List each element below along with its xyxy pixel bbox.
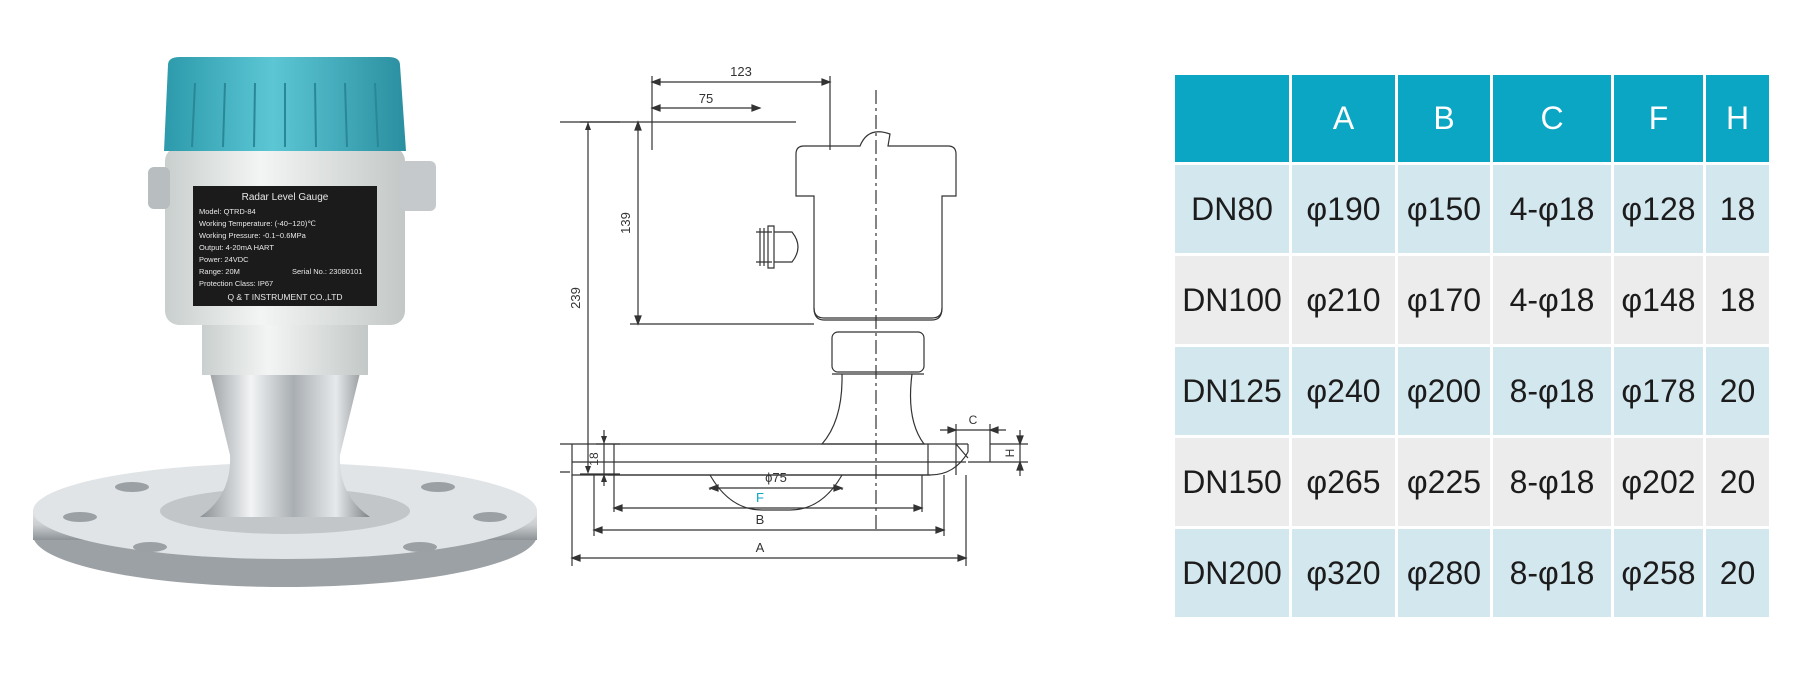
horn-outline (820, 373, 926, 445)
table-cell: DN80 (1175, 165, 1289, 253)
table-cell: φ200 (1398, 347, 1490, 435)
neck-outline (831, 331, 925, 373)
housing-outline (795, 131, 957, 319)
horn-lens (709, 474, 843, 511)
table-cell: φ170 (1398, 256, 1490, 344)
table-cell: DN150 (1175, 438, 1289, 526)
cable-gland-outline (756, 225, 775, 269)
nameplate-serial: Serial No.: 23080101 (292, 267, 362, 276)
header-cell: B (1398, 75, 1490, 162)
bolt-holes (63, 482, 507, 552)
table-row: DN150 φ265 φ225 8-φ18 φ202 20 (1175, 438, 1769, 526)
table-cell: 20 (1706, 529, 1769, 617)
dim-top-width: 123 (650, 64, 832, 150)
left-cable-gland (148, 167, 170, 209)
flange-hole (955, 443, 991, 475)
product-photo: Radar Level Gauge Model: QTRD-84 Working… (20, 55, 540, 625)
nameplate-lines: Model: QTRD-84 Working Temperature: (-40… (199, 207, 362, 288)
table-cell: φ202 (1614, 438, 1703, 526)
radar-gauge-illustration: Radar Level Gauge Model: QTRD-84 Working… (33, 57, 537, 587)
nameplate-title: Radar Level Gauge (242, 192, 329, 203)
table-cell: 8-φ18 (1493, 347, 1611, 435)
nameplate-line: Power: 24VDC (199, 255, 249, 264)
table-cell: 18 (1706, 165, 1769, 253)
left-dim-labels: 239 18 (568, 121, 630, 486)
nameplate-line: Working Pressure: -0.1~0.6MPa (199, 231, 307, 240)
dim-label: H (1003, 449, 1017, 458)
table-cell: φ225 (1398, 438, 1490, 526)
dim-h: H (990, 430, 1028, 476)
table-row: DN125 φ240 φ200 8-φ18 φ178 20 (1175, 347, 1769, 435)
table-cell: 18 (1706, 256, 1769, 344)
table-cell: φ178 (1614, 347, 1703, 435)
table-cell: φ280 (1398, 529, 1490, 617)
dim-label: 75 (699, 91, 713, 106)
dim-label: 239 (568, 287, 583, 309)
dim-label: F (756, 490, 764, 505)
nameplate-line: Model: QTRD-84 (199, 207, 256, 216)
table-row: DN80 φ190 φ150 4-φ18 φ128 18 (1175, 165, 1769, 253)
housing-neck (202, 323, 368, 375)
dim-head-height: 139 (618, 120, 814, 326)
cap-grip (191, 82, 379, 148)
technical-drawing: 123 75 139 A (516, 50, 1160, 650)
dim-label: B (756, 512, 765, 527)
table-cell: φ148 (1614, 256, 1703, 344)
nameplate-line: Range: 20M (199, 267, 240, 276)
table-row: DN100 φ210 φ170 4-φ18 φ148 18 (1175, 256, 1769, 344)
nameplate-maker: Q & T INSTRUMENT CO.,LTD (227, 292, 342, 302)
dim-label: 139 (618, 212, 633, 234)
right-cable-gland (400, 161, 436, 211)
table-cell: φ265 (1292, 438, 1395, 526)
header-cell: H (1706, 75, 1769, 162)
flange-spec-table: A B C F H DN80 φ190 φ150 4-φ18 φ128 18 D… (1172, 72, 1772, 620)
table-cell: φ150 (1398, 165, 1490, 253)
header-cell (1175, 75, 1289, 162)
nameplate-line: Working Temperature: (-40~120)℃ (199, 219, 316, 228)
table-cell: DN200 (1175, 529, 1289, 617)
table-cell: φ210 (1292, 256, 1395, 344)
table-header-row: A B C F H (1175, 75, 1769, 162)
header-cell: A (1292, 75, 1395, 162)
dim-label: ϕ75 (765, 470, 787, 485)
nameplate-line: Output: 4-20mA HART (199, 243, 274, 252)
dim-label: C (969, 413, 978, 427)
nameplate (193, 186, 377, 306)
dim-center-offset: 75 (650, 91, 762, 112)
table-cell: 20 (1706, 438, 1769, 526)
table-cell: DN100 (1175, 256, 1289, 344)
header-cell: C (1493, 75, 1611, 162)
table-cell: 4-φ18 (1493, 256, 1611, 344)
table-cell: φ190 (1292, 165, 1395, 253)
table-cell: 8-φ18 (1493, 529, 1611, 617)
table-cell: φ320 (1292, 529, 1395, 617)
dim-a: A (570, 475, 968, 566)
dim-label: 18 (587, 452, 601, 466)
table-cell: 4-φ18 (1493, 165, 1611, 253)
dim-label: A (756, 540, 765, 555)
housing-base (813, 307, 943, 321)
dim-label: 123 (730, 64, 752, 79)
table-row: DN200 φ320 φ280 8-φ18 φ258 20 (1175, 529, 1769, 617)
table-cell: 20 (1706, 347, 1769, 435)
table-cell: 8-φ18 (1493, 438, 1611, 526)
horn-antenna (200, 373, 370, 517)
dim-b: B (592, 475, 946, 536)
table-cell: φ258 (1614, 529, 1703, 617)
dim-f: F (612, 475, 924, 512)
cable-gland-body (774, 231, 799, 263)
table-cell: φ240 (1292, 347, 1395, 435)
table-cell: DN125 (1175, 347, 1289, 435)
table-cell: φ128 (1614, 165, 1703, 253)
dimension-drawing: 123 75 139 A (516, 64, 1028, 566)
drawing-left-labels: 239 18 (560, 50, 630, 650)
nameplate-line: Protection Class: IP67 (199, 279, 273, 288)
dim-c: C (940, 413, 1006, 444)
dim-horn-diameter: ϕ75 (708, 470, 844, 492)
header-cell: F (1614, 75, 1703, 162)
